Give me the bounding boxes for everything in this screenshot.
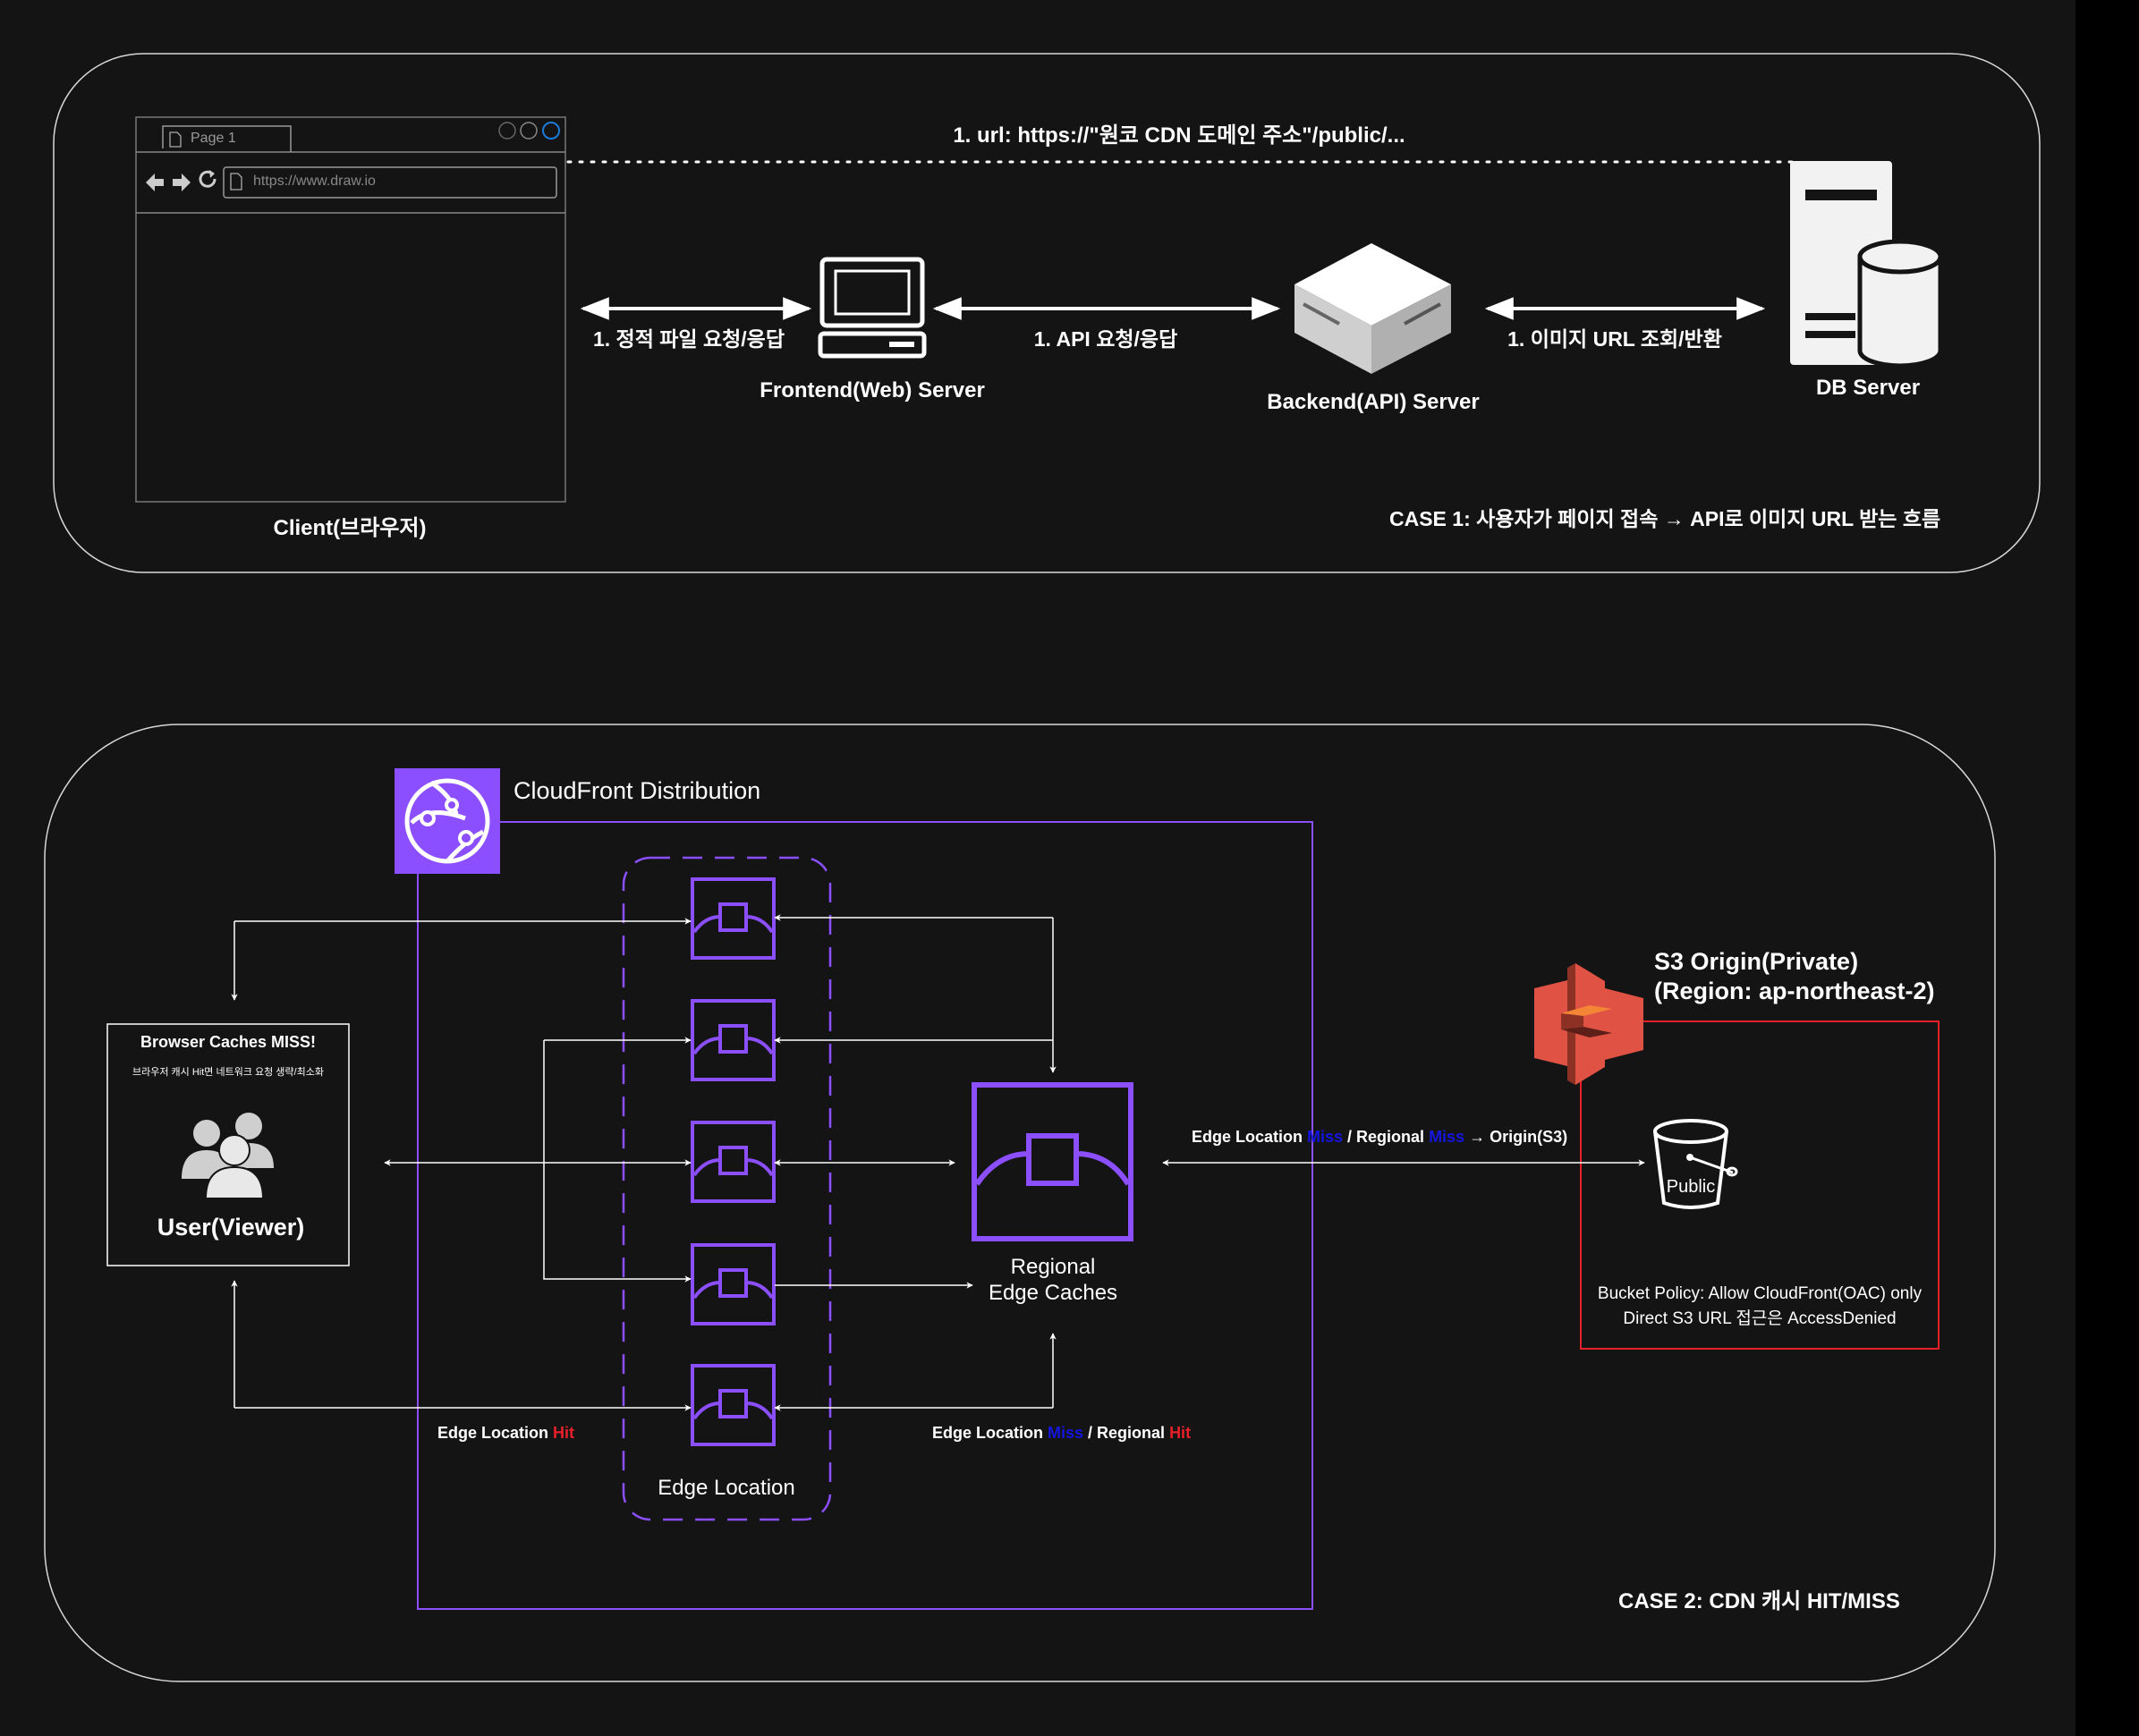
- window-control-icon[interactable]: [498, 122, 516, 140]
- diagram-svg: [44, 53, 2041, 1682]
- db-server-icon: [1790, 161, 1943, 368]
- bucket-policy-1: Bucket Policy: Allow CloudFront(OAC) onl…: [1597, 1284, 1923, 1303]
- bucket-label: Public: [1666, 1177, 1716, 1197]
- edge-hit-label: Edge Location Hit: [437, 1424, 575, 1442]
- window-control-icon[interactable]: [520, 122, 538, 140]
- edge-location-icon: [691, 1121, 776, 1203]
- edge-location-icon: [691, 1243, 776, 1325]
- edge-location-group: [622, 856, 832, 1521]
- window-control-icon[interactable]: [542, 122, 560, 140]
- edge-location-icons: [691, 877, 776, 1446]
- backend-label: Backend(API) Server: [1267, 390, 1480, 414]
- back-arrow-icon[interactable]: [146, 174, 164, 191]
- browser-box-title: Browser Caches MISS!: [140, 1033, 317, 1051]
- cloudfront-icon: [395, 768, 500, 874]
- forward-arrow-icon[interactable]: [173, 174, 191, 191]
- browser-tab-label[interactable]: Page 1: [191, 131, 236, 146]
- regional-edge-cache-icon: [972, 1082, 1133, 1241]
- edge-location-label: Edge Location: [658, 1476, 795, 1500]
- origin-flow-label: Edge Location Miss / Regional Miss → Ori…: [1192, 1128, 1568, 1146]
- connectors: [231, 914, 1645, 1411]
- backend-server-icon: [1294, 243, 1451, 374]
- users-icon: [182, 1113, 274, 1199]
- regional-hit-label: Edge Location Miss / Regional Hit: [932, 1424, 1192, 1442]
- browser-mockup: [135, 116, 566, 503]
- bucket-icon: [1653, 1119, 1738, 1209]
- frontend-label: Frontend(Web) Server: [760, 378, 985, 402]
- s3-title-2: (Region: ap-northeast-2): [1654, 978, 1935, 1004]
- url-label: 1. url: https://"원코 CDN 도메인 주소"/public/.…: [953, 123, 1405, 148]
- db-label: DB Server: [1815, 376, 1921, 400]
- frontend-server-icon: [818, 257, 927, 359]
- client-label: Client(브라우저): [273, 516, 427, 540]
- refresh-icon[interactable]: [199, 170, 216, 188]
- case1-container: [53, 53, 2041, 573]
- s3-origin-group: [1580, 1020, 1940, 1350]
- case2-container: [44, 724, 1996, 1682]
- edge-location-icon: [691, 999, 776, 1081]
- static-file-label: 1. 정적 파일 요청/응답: [592, 327, 785, 351]
- browser-box-note: 브라우저 캐시 Hit면 네트워크 요청 생략/최소화: [132, 1067, 324, 1078]
- browser-url-text[interactable]: https://www.draw.io: [253, 174, 376, 189]
- edge-location-icon: [691, 877, 776, 960]
- edge-location-icon: [691, 1364, 776, 1446]
- regional-label-1: Regional: [1010, 1255, 1096, 1279]
- image-url-label: 1. 이미지 URL 조회/반환: [1507, 327, 1722, 351]
- s3-title-1: S3 Origin(Private): [1654, 948, 1859, 975]
- api-label: 1. API 요청/응답: [1033, 327, 1178, 351]
- cloudfront-group: [417, 821, 1313, 1610]
- diagram-canvas: Page 1 https://www.draw.io Client(브라우저) …: [0, 0, 2075, 1736]
- case2-title: CASE 2: CDN 캐시 HIT/MISS: [1618, 1589, 1900, 1613]
- cloudfront-title: CloudFront Distribution: [514, 777, 761, 804]
- bucket-policy-2: Direct S3 URL 접근은 AccessDenied: [1623, 1309, 1897, 1328]
- regional-label-2: Edge Caches: [988, 1281, 1118, 1305]
- case1-title: CASE 1: 사용자가 페이지 접속 → API로 이미지 URL 받는 흐름: [1389, 507, 1941, 530]
- s3-icon: [1534, 963, 1643, 1085]
- user-label: User(Viewer): [157, 1214, 305, 1241]
